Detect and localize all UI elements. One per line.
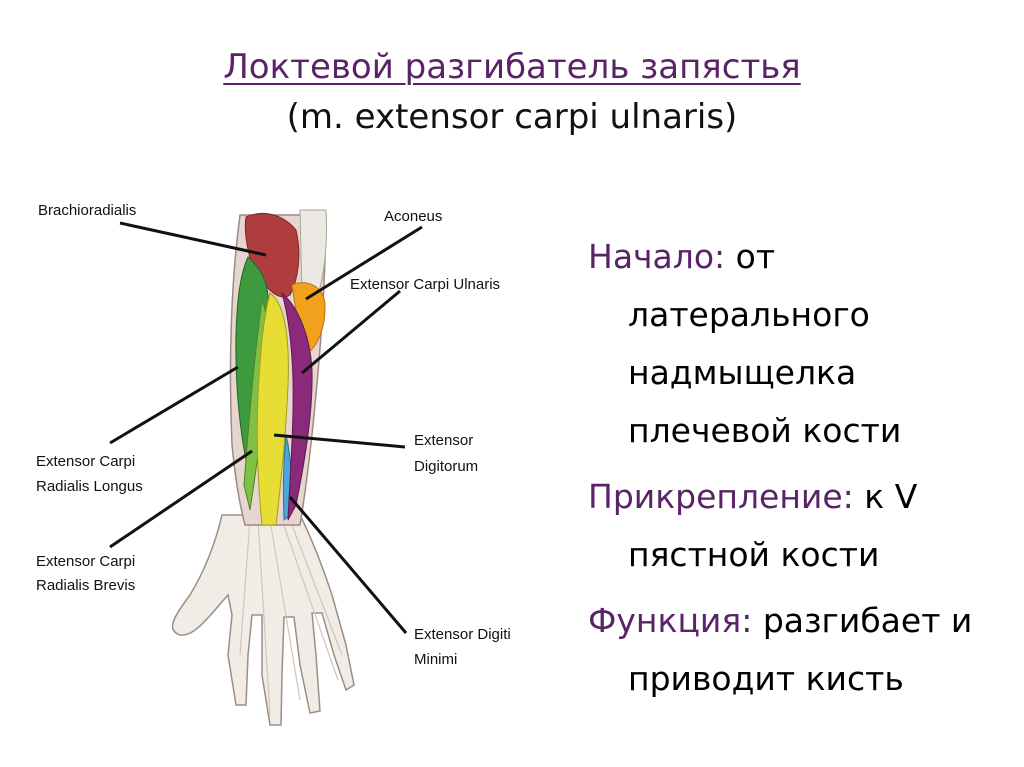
extensor-carpi-ulnaris-muscle — [281, 291, 313, 521]
label-aconeus: Aconeus — [384, 208, 442, 225]
origin-item: Начало: от латерального надмыщелка плече… — [588, 228, 1018, 460]
insertion-item: Прикрепление: к V пястной кости — [588, 468, 1018, 584]
pointer-extensor-digitorum — [273, 433, 406, 449]
label-edm-1: Extensor Digiti — [414, 626, 511, 643]
function-item: Функция: разгибает и приводит кисть — [588, 592, 1018, 708]
origin-value: от латерального надмыщелка плечевой кост… — [628, 237, 902, 450]
function-value: разгибает и приводит кисть — [628, 601, 973, 698]
muscle-info: Начало: от латерального надмыщелка плече… — [588, 228, 1018, 716]
pointer-lines — [109, 221, 423, 634]
insertion-key: Прикрепление: — [588, 477, 854, 516]
label-ecrb-1: Extensor Carpi — [36, 553, 135, 570]
extensor-digitorum-muscle — [256, 292, 289, 526]
insertion-value: к V пястной кости — [628, 477, 918, 574]
label-edm-2: Minimi — [414, 651, 457, 668]
title-latin: (m. extensor carpi ulnaris) — [286, 97, 738, 137]
label-extensor-carpi-ulnaris: Extensor Carpi Ulnaris — [350, 276, 500, 293]
title-russian: Локтевой разгибатель запястья — [223, 47, 801, 87]
label-extensor-digitorum-1: Extensor — [414, 432, 473, 449]
pointer-aconeus — [305, 225, 423, 301]
pointer-ecu — [301, 289, 401, 375]
origin-key: Начало: — [588, 237, 726, 276]
pointer-edm — [288, 496, 408, 634]
hand-illustration — [171, 514, 355, 726]
label-extensor-digitorum-2: Digitorum — [414, 458, 478, 475]
function-key: Функция: — [588, 601, 753, 640]
pointer-ecrb — [109, 449, 253, 549]
pointer-ecrl — [109, 365, 239, 445]
slide-title: Локтевой разгибатель запястья (m. extens… — [0, 42, 1024, 142]
label-brachioradialis: Brachioradialis — [38, 202, 136, 219]
label-ecrb-2: Radialis Brevis — [36, 577, 135, 594]
label-ecrl-2: Radialis Longus — [36, 478, 143, 495]
pointer-brachioradialis — [119, 221, 267, 257]
tendon-lines — [239, 519, 343, 716]
label-ecrl-1: Extensor Carpi — [36, 453, 135, 470]
forearm-muscle-diagram: Brachioradialis Aconeus Extensor Carpi U… — [36, 202, 511, 726]
